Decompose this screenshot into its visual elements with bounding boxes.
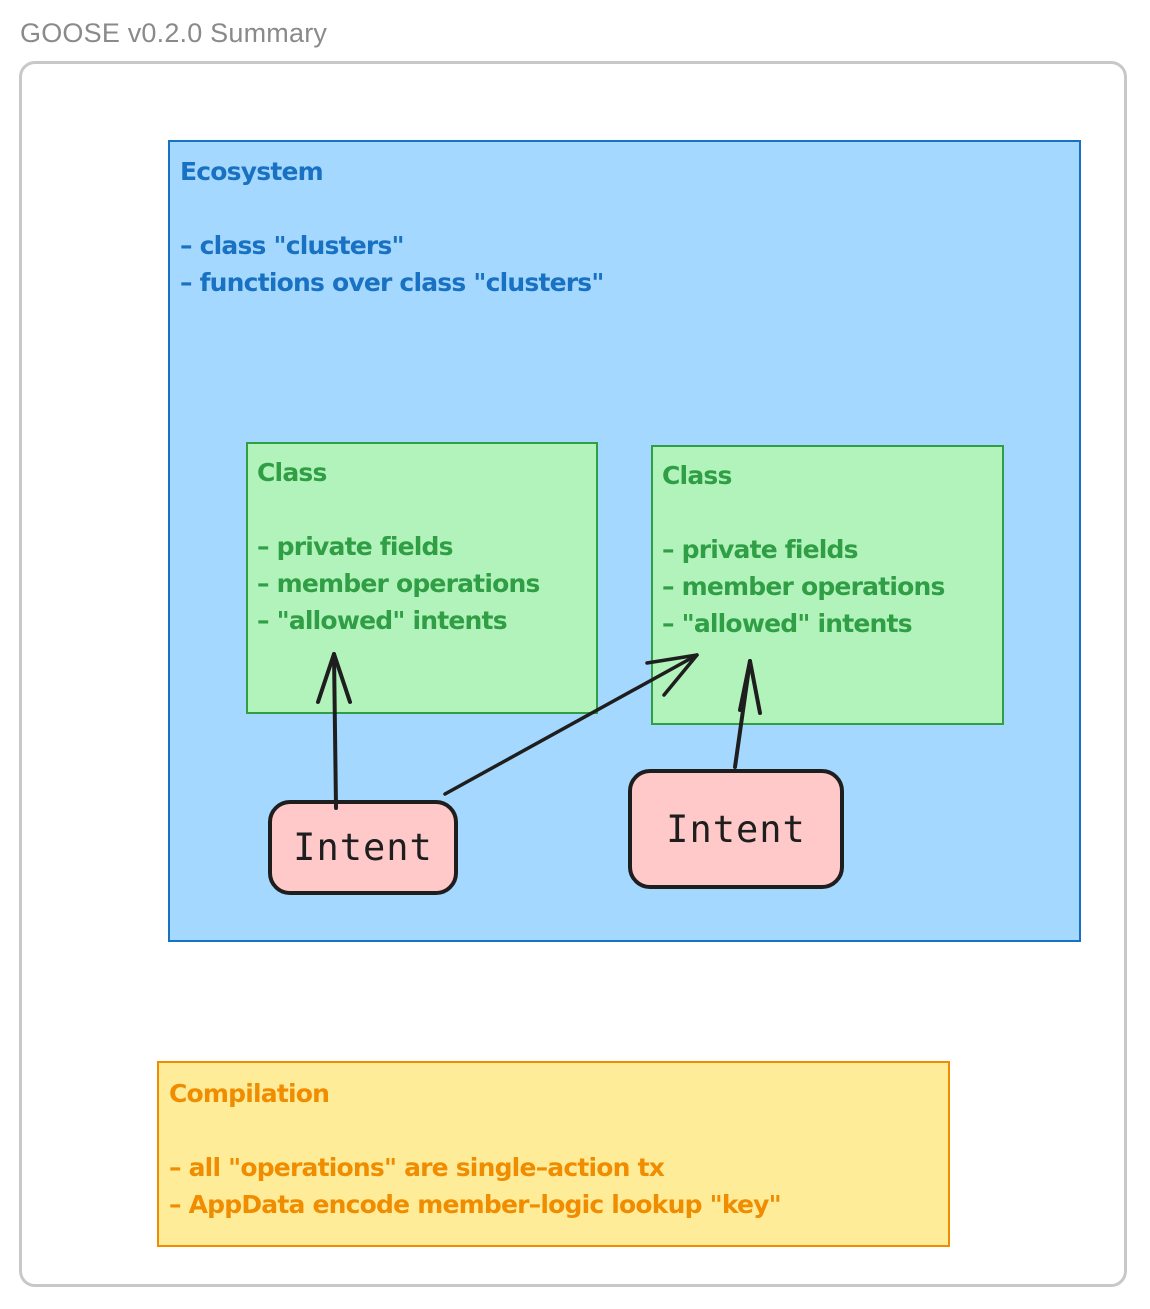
ecosystem-line: – class "clusters": [180, 231, 405, 260]
class-line: – "allowed" intents: [662, 609, 913, 638]
compilation-box[interactable]: Compilation – all "operations" are singl…: [157, 1061, 950, 1247]
class-line: – private fields: [257, 532, 454, 561]
ecosystem-line: – functions over class "clusters": [180, 268, 604, 297]
compilation-line: – AppData encode member–logic lookup "ke…: [169, 1190, 782, 1219]
compilation-title: Compilation: [169, 1079, 330, 1108]
intent-box-left[interactable]: Intent: [268, 800, 458, 895]
class-title: Class: [662, 461, 732, 490]
ecosystem-title: Ecosystem: [180, 157, 324, 186]
class-line: – "allowed" intents: [257, 606, 508, 635]
class-line: – private fields: [662, 535, 859, 564]
intent-label: Intent: [666, 807, 806, 851]
intent-box-right[interactable]: Intent: [628, 769, 844, 889]
class-box-left[interactable]: Class – private fields – member operatio…: [246, 442, 598, 714]
class-line: – member operations: [257, 569, 540, 598]
class-line: – member operations: [662, 572, 945, 601]
compilation-line: – all "operations" are single–action tx: [169, 1153, 665, 1182]
class-box-right[interactable]: Class – private fields – member operatio…: [651, 445, 1004, 725]
intent-label: Intent: [293, 826, 433, 869]
page-title: GOOSE v0.2.0 Summary: [20, 18, 328, 48]
class-title: Class: [257, 458, 327, 487]
